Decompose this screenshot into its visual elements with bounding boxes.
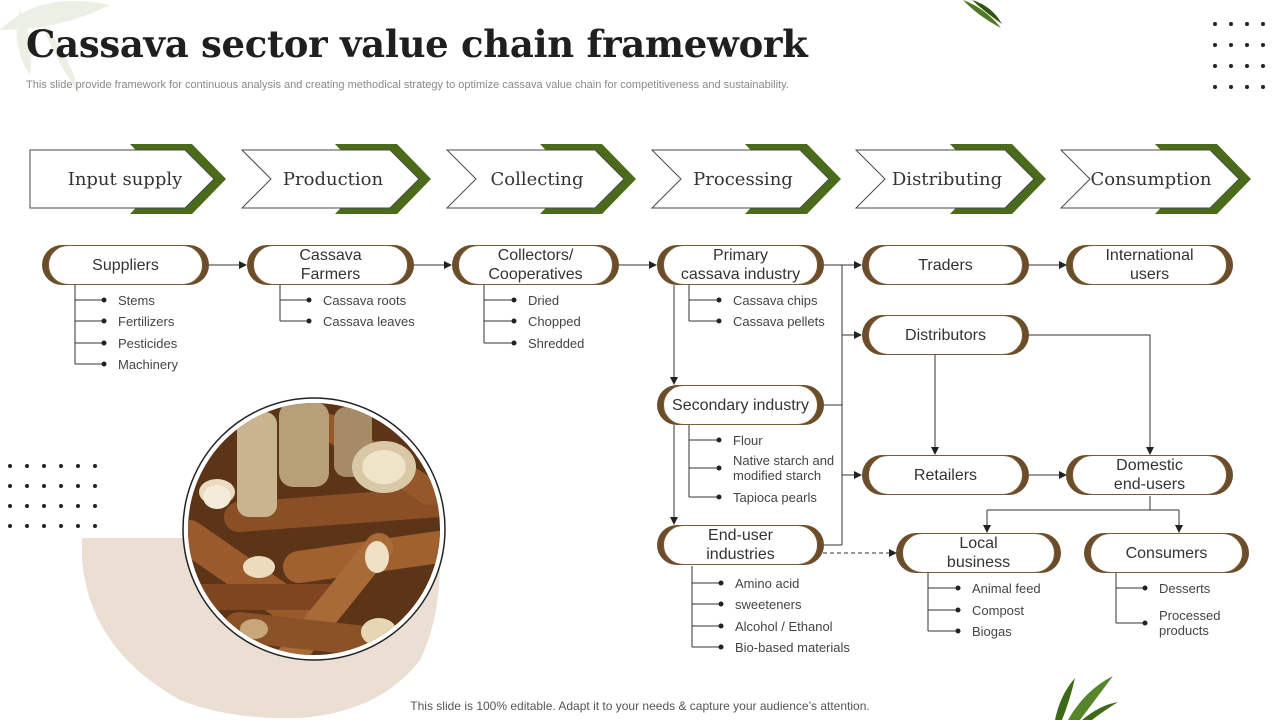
farmers-item: Cassava leaves [323, 314, 415, 329]
end-user-item: Amino acid [735, 576, 800, 591]
primary-item: Cassava pellets [733, 314, 825, 329]
suppliers-item: Machinery [118, 357, 178, 372]
node-international-users: International users [1072, 245, 1227, 285]
chevron-production [240, 144, 431, 214]
node-local-business: Local business [902, 533, 1055, 573]
footer-note: This slide is 100% editable. Adapt it to… [410, 699, 870, 713]
end-user-item: sweeteners [735, 597, 802, 612]
stage-label-collecting: Collecting [490, 169, 584, 190]
stage-label-input-supply: Input supply [67, 169, 183, 190]
chevron-distributing [854, 144, 1046, 214]
page-title: Cassava sector value chain framework [26, 22, 808, 66]
node-primary-industry: Primary cassava industry [663, 245, 818, 285]
chevron-consumption [1059, 144, 1251, 214]
suppliers-item: Fertilizers [118, 314, 175, 329]
local-business-item: Compost [972, 603, 1025, 618]
node-traders: Traders [868, 245, 1023, 285]
suppliers-item: Pesticides [118, 336, 178, 351]
stage-label-production: Production [282, 169, 384, 190]
node-collectors: Collectors/ Cooperatives [458, 245, 613, 285]
dot-grid-left [8, 464, 97, 528]
end-user-item: Alcohol / Ethanol [735, 619, 833, 634]
chevron-input-supply [29, 144, 226, 214]
collectors-item: Dried [528, 293, 560, 308]
stage-chevrons [29, 144, 1251, 214]
local-business-item: Biogas [972, 624, 1012, 639]
local-business-item: Animal feed [972, 581, 1041, 596]
dot-grid-top-right [1213, 22, 1265, 89]
chevron-processing [650, 144, 841, 214]
stage-label-processing: Processing [693, 169, 793, 190]
leaf-decoration-bottom [1055, 676, 1118, 720]
stage-label-consumption: Consumption [1090, 169, 1212, 190]
cassava-roots-photo [182, 397, 446, 661]
collectors-item: Chopped [528, 314, 581, 329]
primary-item: Cassava chips [733, 293, 818, 308]
chevron-collecting [445, 144, 636, 214]
node-cassava-farmers: Cassava Farmers [253, 245, 408, 285]
consumers-item: Processed products [1159, 608, 1221, 638]
secondary-item: Native starch and modified starch [733, 453, 835, 483]
stage-label-distributing: Distributing [891, 169, 1003, 190]
leaf-decoration-top-left [0, 0, 110, 95]
consumers-item: Desserts [1159, 581, 1211, 596]
node-domestic-end-users: Domestic end-users [1072, 455, 1227, 495]
secondary-item: Flour [733, 433, 763, 448]
node-retailers: Retailers [868, 455, 1023, 495]
node-secondary-industry: Secondary industry [663, 385, 818, 425]
secondary-item: Tapioca pearls [733, 490, 817, 505]
node-suppliers: Suppliers [48, 245, 203, 285]
node-consumers: Consumers [1090, 533, 1243, 573]
collectors-item: Shredded [528, 336, 585, 351]
leaf-decoration-top [963, 0, 1002, 28]
node-end-user-industries: End-user industries [663, 525, 818, 565]
end-user-item: Bio-based materials [735, 640, 850, 655]
node-distributors: Distributors [868, 315, 1023, 355]
farmers-item: Cassava roots [323, 293, 407, 308]
suppliers-item: Stems [118, 293, 155, 308]
page-subtitle: This slide provide framework for continu… [26, 79, 789, 91]
